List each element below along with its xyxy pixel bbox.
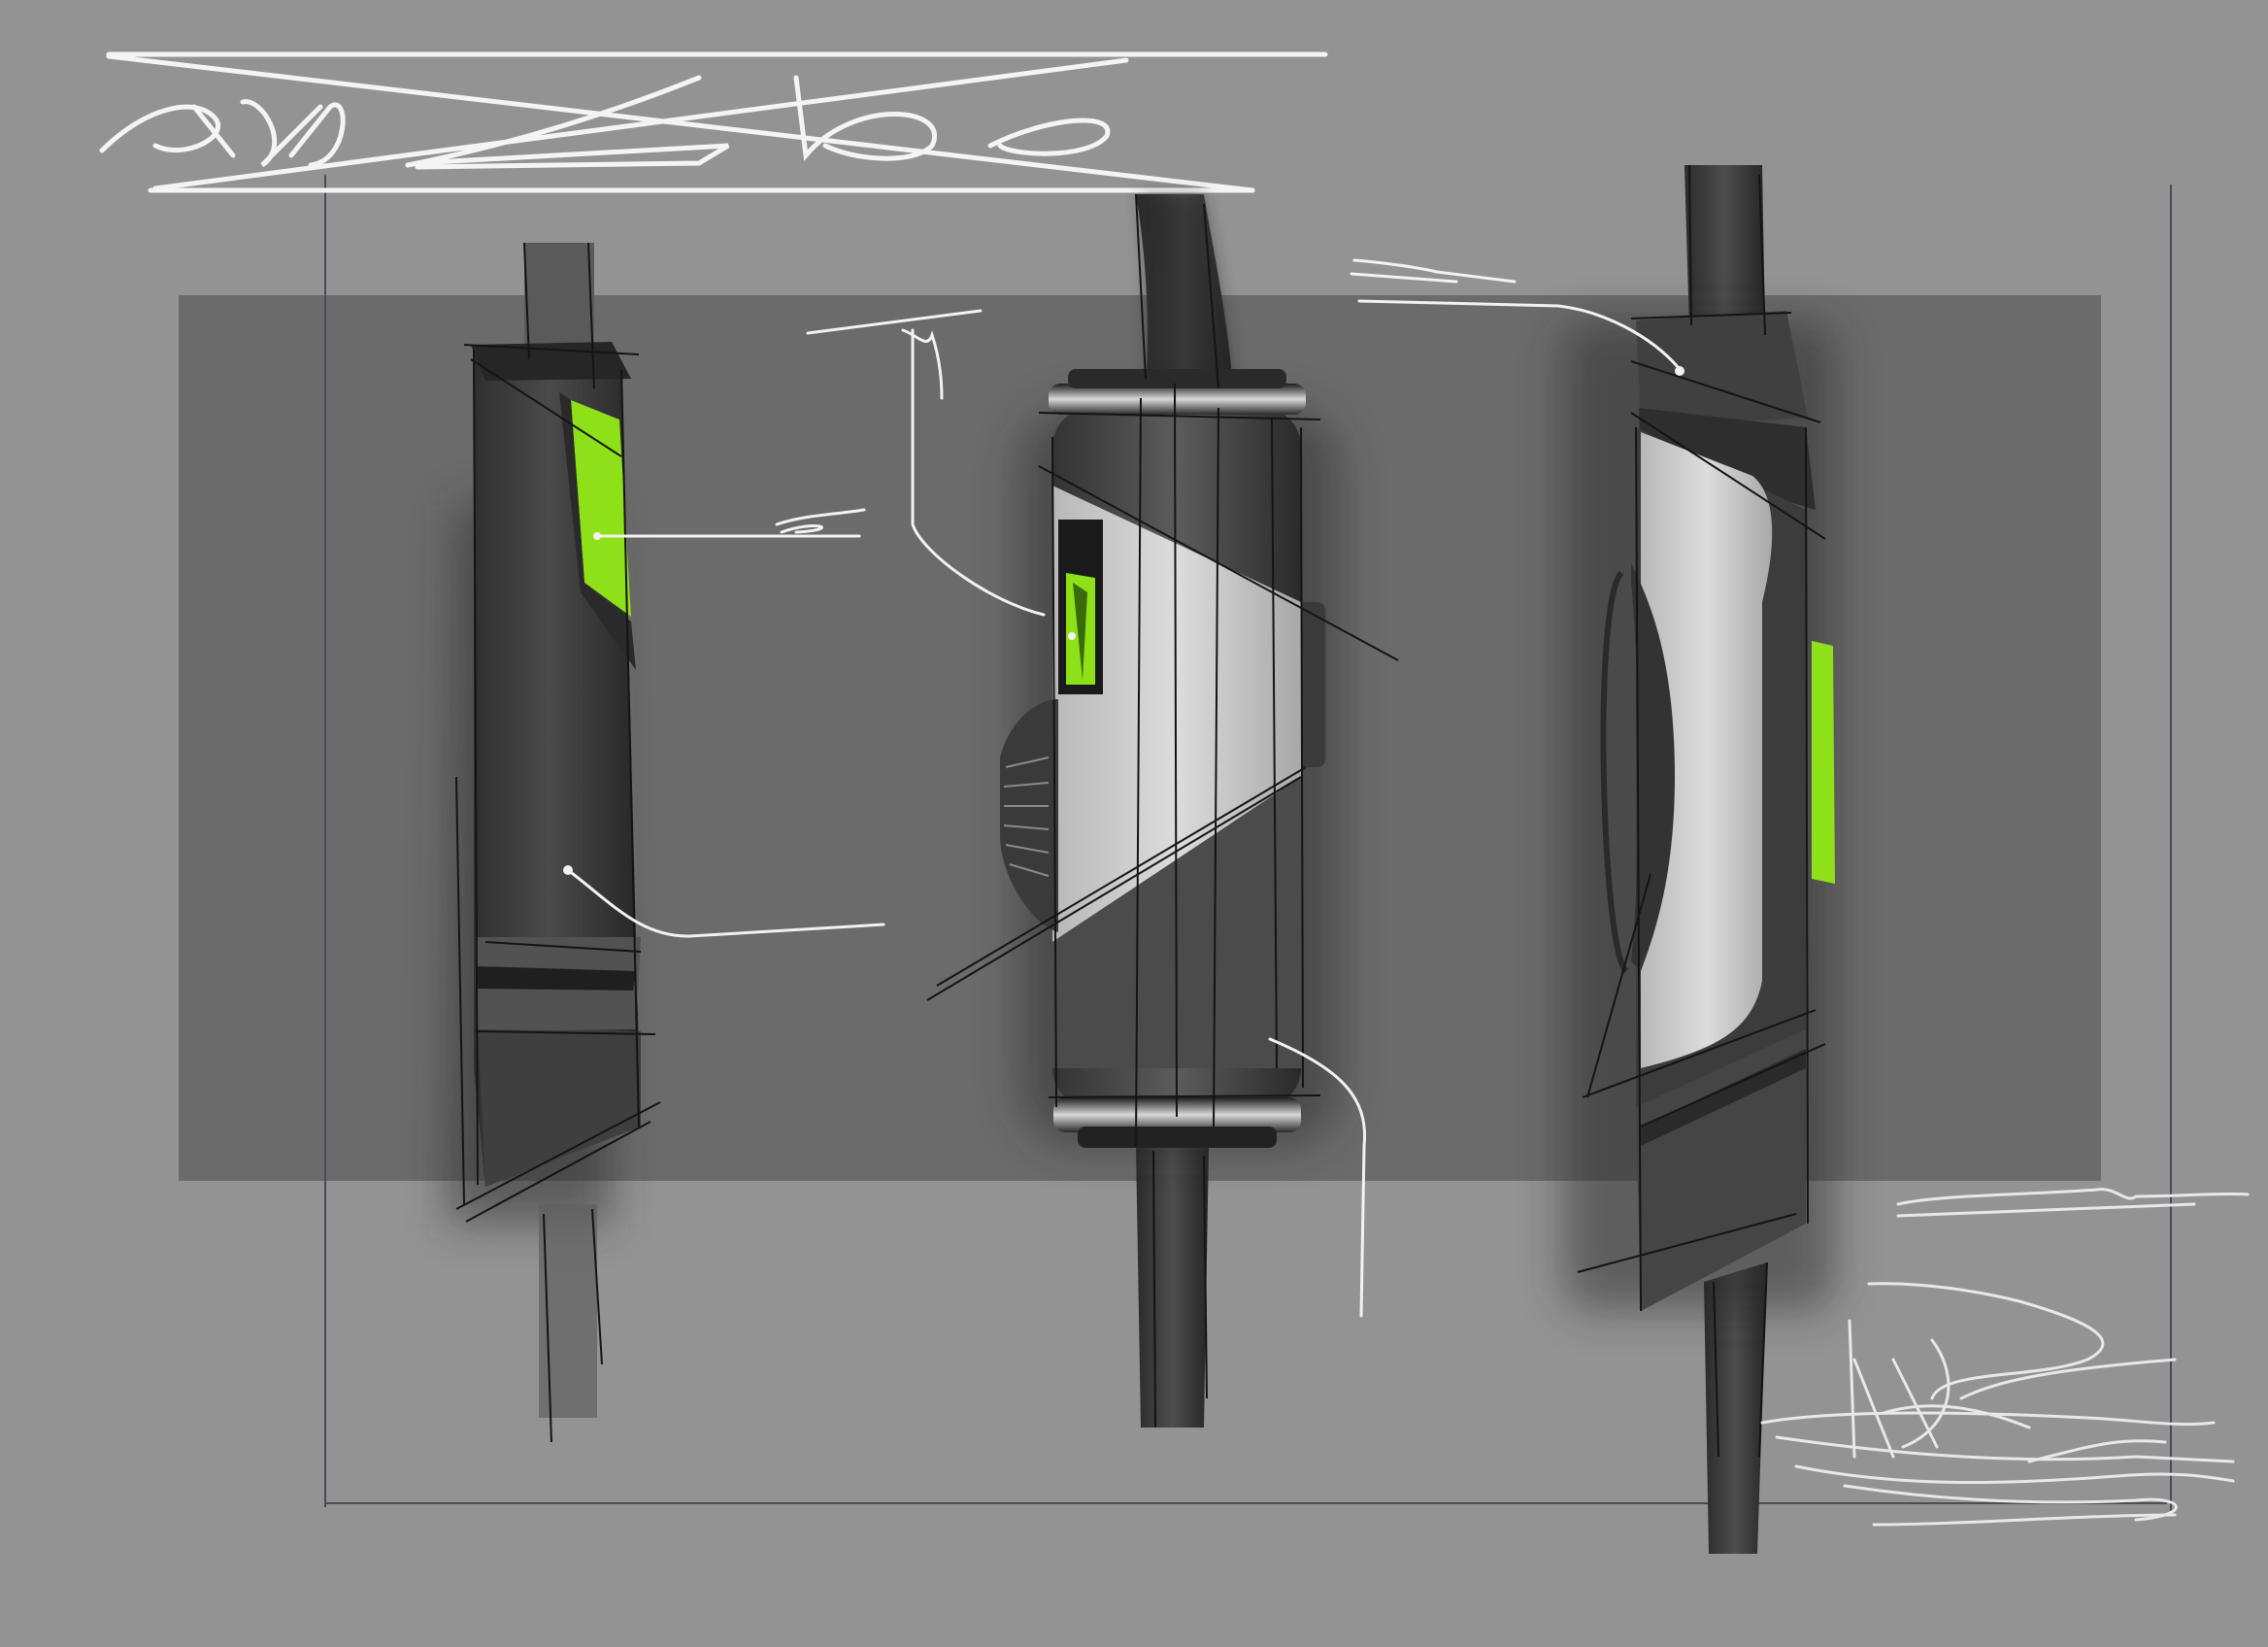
device-side-view (447, 242, 885, 1443)
device-rear-view (1350, 164, 1835, 1554)
scribble-notes (1760, 1188, 2250, 1527)
signature-scribble (99, 51, 1328, 193)
frame-lines (324, 175, 2172, 1511)
device-front-view (806, 193, 1399, 1429)
